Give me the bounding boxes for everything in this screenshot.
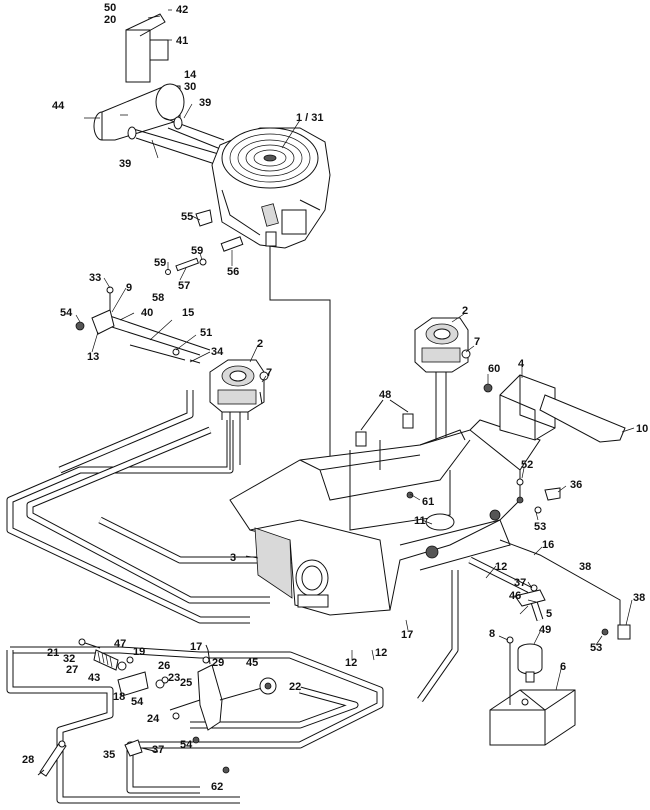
callout-49: 49 (539, 624, 551, 636)
callout-40: 40 (141, 307, 153, 319)
callout-20: 20 (104, 14, 116, 26)
callout-14: 14 (184, 69, 197, 81)
chassis-frame (229, 419, 541, 616)
callout-51: 51 (200, 327, 212, 339)
callout-12: 12 (345, 657, 357, 669)
callout-36: 36 (570, 479, 582, 491)
callout-24: 24 (147, 713, 160, 725)
callout-17: 17 (401, 629, 413, 641)
isolator-mounts (355, 399, 414, 447)
callout-48: 48 (379, 389, 391, 401)
callout-46: 46 (509, 590, 521, 602)
callout-53: 53 (534, 521, 546, 533)
callout-33: 33 (89, 272, 101, 284)
callout-30: 30 (184, 81, 196, 93)
oil-reservoir (489, 636, 576, 746)
callout-54: 54 (60, 307, 73, 319)
leader-lines (75, 9, 635, 691)
left-hydraulic-pump (209, 359, 269, 470)
callout-38: 38 (633, 592, 645, 604)
battery-box (483, 374, 626, 443)
callout-62: 62 (211, 781, 223, 793)
callout-11: 11 (414, 515, 426, 527)
callout-12: 12 (495, 561, 507, 573)
engine (211, 127, 331, 515)
callout-22: 22 (289, 681, 301, 693)
callout-4: 4 (518, 358, 525, 370)
callout-9: 9 (126, 282, 132, 294)
hydraulic-hoses (6, 390, 544, 804)
callout-45: 45 (246, 657, 258, 669)
callout-53: 53 (590, 642, 602, 654)
callout-58: 58 (152, 292, 164, 304)
callout-52: 52 (521, 459, 533, 471)
callout-6: 6 (560, 661, 566, 673)
callout-13: 13 (87, 351, 99, 363)
callout-23: 23 (168, 672, 180, 684)
callout-25: 25 (180, 677, 192, 689)
callout-35: 35 (103, 749, 115, 761)
callout-41: 41 (176, 35, 188, 47)
callout-42: 42 (176, 4, 188, 16)
callout-38: 38 (579, 561, 591, 573)
callout-34: 34 (211, 346, 224, 358)
callout-5: 5 (546, 608, 552, 620)
callout-61: 61 (422, 496, 434, 508)
callout-21: 21 (47, 647, 59, 659)
callout-37: 37 (152, 744, 164, 756)
callout-8: 8 (489, 628, 495, 640)
muffler-assembly (93, 13, 229, 168)
control-assembly (37, 638, 277, 777)
callout-7: 7 (266, 367, 272, 379)
callout-10: 10 (636, 423, 648, 435)
callout-15: 15 (182, 307, 194, 319)
callout-32: 32 (63, 653, 75, 665)
callout-43: 43 (88, 672, 100, 684)
callout-12: 12 (375, 647, 387, 659)
callout-1-31: 1 / 31 (296, 112, 324, 124)
callout-2: 2 (257, 338, 263, 350)
callout-26: 26 (158, 660, 170, 672)
callout-labels: 50 20 42 41 14 30 44 39 39 1 / 31 55 59 … (22, 2, 648, 793)
callout-18: 18 (113, 691, 125, 703)
callout-47: 47 (114, 638, 126, 650)
callout-29: 29 (212, 657, 224, 669)
callout-3: 3 (230, 552, 236, 564)
callout-54: 54 (180, 739, 193, 751)
callout-59: 59 (154, 257, 166, 269)
callout-57: 57 (178, 280, 190, 292)
callout-50: 50 (104, 2, 116, 14)
callout-60: 60 (488, 363, 500, 375)
callout-55: 55 (181, 211, 193, 223)
callout-39: 39 (199, 97, 211, 109)
callout-56: 56 (227, 266, 239, 278)
callout-59: 59 (191, 245, 203, 257)
callout-37: 37 (514, 577, 526, 589)
callout-44: 44 (52, 100, 65, 112)
callout-39: 39 (119, 158, 131, 170)
callout-2: 2 (462, 305, 468, 317)
right-brackets (499, 478, 631, 640)
pump-linkage (75, 209, 244, 364)
callout-28: 28 (22, 754, 34, 766)
callout-7: 7 (474, 336, 480, 348)
callout-16: 16 (542, 539, 554, 551)
callout-27: 27 (66, 664, 78, 676)
callout-54: 54 (131, 696, 144, 708)
callout-19: 19 (133, 646, 145, 658)
callout-17: 17 (190, 641, 202, 653)
